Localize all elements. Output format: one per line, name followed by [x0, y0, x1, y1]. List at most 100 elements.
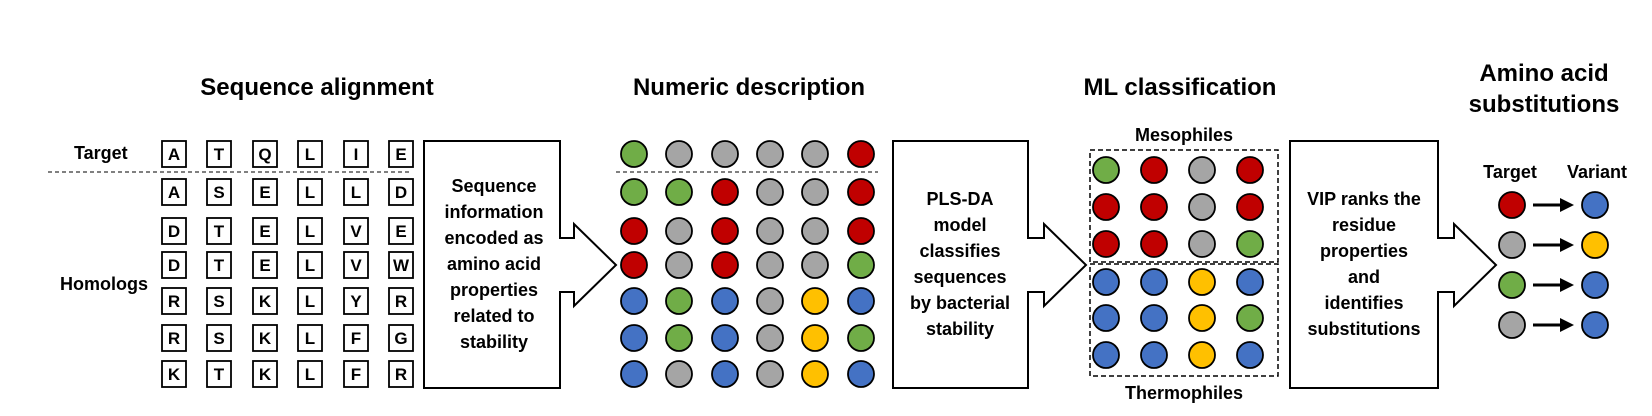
residue-letter: R: [395, 292, 407, 311]
residue-box: [161, 140, 187, 168]
residue-box: [343, 251, 369, 279]
homolog-property-circle: [847, 251, 875, 279]
thermophile-property-circle: [1092, 304, 1120, 332]
residue-letter: R: [395, 365, 407, 384]
substitution-arrow-head: [1560, 278, 1574, 292]
homolog-property-circle: [620, 324, 648, 352]
homolog-property-circle: [711, 251, 739, 279]
mesophile-property-circle: [1236, 156, 1264, 184]
substitution-target-circle: [1498, 271, 1526, 299]
target-residue: Q: [252, 140, 278, 168]
target-property-circle: [756, 140, 784, 168]
residue-letter: Q: [258, 145, 271, 164]
process-text-line: and: [1348, 267, 1380, 287]
homolog-residue: D: [161, 217, 187, 245]
homolog-property-circle: [756, 217, 784, 245]
homolog-residue: T: [206, 217, 232, 245]
thermophile-property-circle: [1236, 304, 1264, 332]
homolog-residue: S: [206, 324, 232, 352]
residue-box: [161, 324, 187, 352]
residue-letter: T: [214, 145, 225, 164]
residue-letter: L: [305, 365, 315, 384]
homolog-property-circle: [756, 287, 784, 315]
thermophile-property-circle: [1188, 341, 1216, 369]
residue-letter: W: [393, 256, 410, 275]
residue-letter: K: [259, 292, 272, 311]
mesophile-property-circle: [1092, 230, 1120, 258]
residue-box: [388, 360, 414, 388]
residue-box: [388, 140, 414, 168]
homolog-property-circle: [711, 324, 739, 352]
mesophile-property-circle: [1140, 230, 1168, 258]
residue-box: [252, 324, 278, 352]
homolog-property-circle: [847, 217, 875, 245]
substitution-variant-circle: [1581, 191, 1609, 219]
process-text-line: encoded as: [444, 228, 543, 248]
homolog-residue: E: [252, 251, 278, 279]
substitution-variant-circle: [1581, 311, 1609, 339]
residue-box: [206, 287, 232, 315]
thermophile-property-circle: [1236, 268, 1264, 296]
residue-letter: L: [305, 145, 315, 164]
homolog-residue: K: [161, 360, 187, 388]
mesophile-property-circle: [1236, 193, 1264, 221]
homolog-residue: L: [343, 178, 369, 206]
homolog-property-circle: [620, 251, 648, 279]
residue-letter: V: [350, 222, 362, 241]
residue-box: [297, 217, 323, 245]
residue-letter: A: [168, 145, 180, 164]
homolog-residue: A: [161, 178, 187, 206]
residue-box: [297, 324, 323, 352]
heading-ml-classification: ML classification: [1084, 74, 1277, 101]
substitution-variant-label: Variant: [1567, 162, 1627, 182]
process-text-line: identifies: [1324, 293, 1403, 313]
homolog-property-circle: [711, 217, 739, 245]
residue-letter: L: [305, 292, 315, 311]
homolog-residue: K: [252, 324, 278, 352]
homolog-residue: R: [161, 287, 187, 315]
substitution-arrow-head: [1560, 318, 1574, 332]
substitution-arrow-head: [1560, 238, 1574, 252]
residue-box: [161, 251, 187, 279]
homolog-property-circle: [711, 287, 739, 315]
residue-letter: S: [213, 329, 224, 348]
residue-box: [252, 287, 278, 315]
residue-box: [343, 217, 369, 245]
target-property-circle: [620, 140, 648, 168]
homolog-residue: E: [252, 178, 278, 206]
homolog-residue: S: [206, 287, 232, 315]
homolog-residue: D: [161, 251, 187, 279]
homolog-property-circle: [665, 287, 693, 315]
homolog-residue: L: [297, 287, 323, 315]
homolog-residue: T: [206, 360, 232, 388]
residue-letter: L: [305, 256, 315, 275]
process-text-line: classifies: [919, 241, 1000, 261]
thermophile-property-circle: [1188, 304, 1216, 332]
residue-letter: R: [168, 329, 180, 348]
residue-box: [388, 217, 414, 245]
residue-letter: S: [213, 292, 224, 311]
residue-box: [252, 251, 278, 279]
process-text-line: sequences: [913, 267, 1006, 287]
residue-box: [297, 360, 323, 388]
substitution-target-label: Target: [1483, 162, 1537, 182]
process-text-line: VIP ranks the: [1307, 189, 1421, 209]
residue-letter: R: [168, 292, 180, 311]
homolog-residue: E: [252, 217, 278, 245]
target-residue: E: [388, 140, 414, 168]
homolog-residue: F: [343, 324, 369, 352]
process-text-line: by bacterial: [910, 293, 1010, 313]
process-text-line: model: [933, 215, 986, 235]
mesophiles-label: Mesophiles: [1135, 125, 1233, 145]
substitution-variant-circle: [1581, 271, 1609, 299]
process-text-line: information: [445, 202, 544, 222]
process-text-line: Sequence: [451, 176, 536, 196]
homolog-residue: V: [343, 251, 369, 279]
process-text-line: related to: [453, 306, 534, 326]
homolog-property-circle: [711, 360, 739, 388]
residue-box: [252, 217, 278, 245]
residue-letter: S: [213, 183, 224, 202]
residue-box: [388, 178, 414, 206]
